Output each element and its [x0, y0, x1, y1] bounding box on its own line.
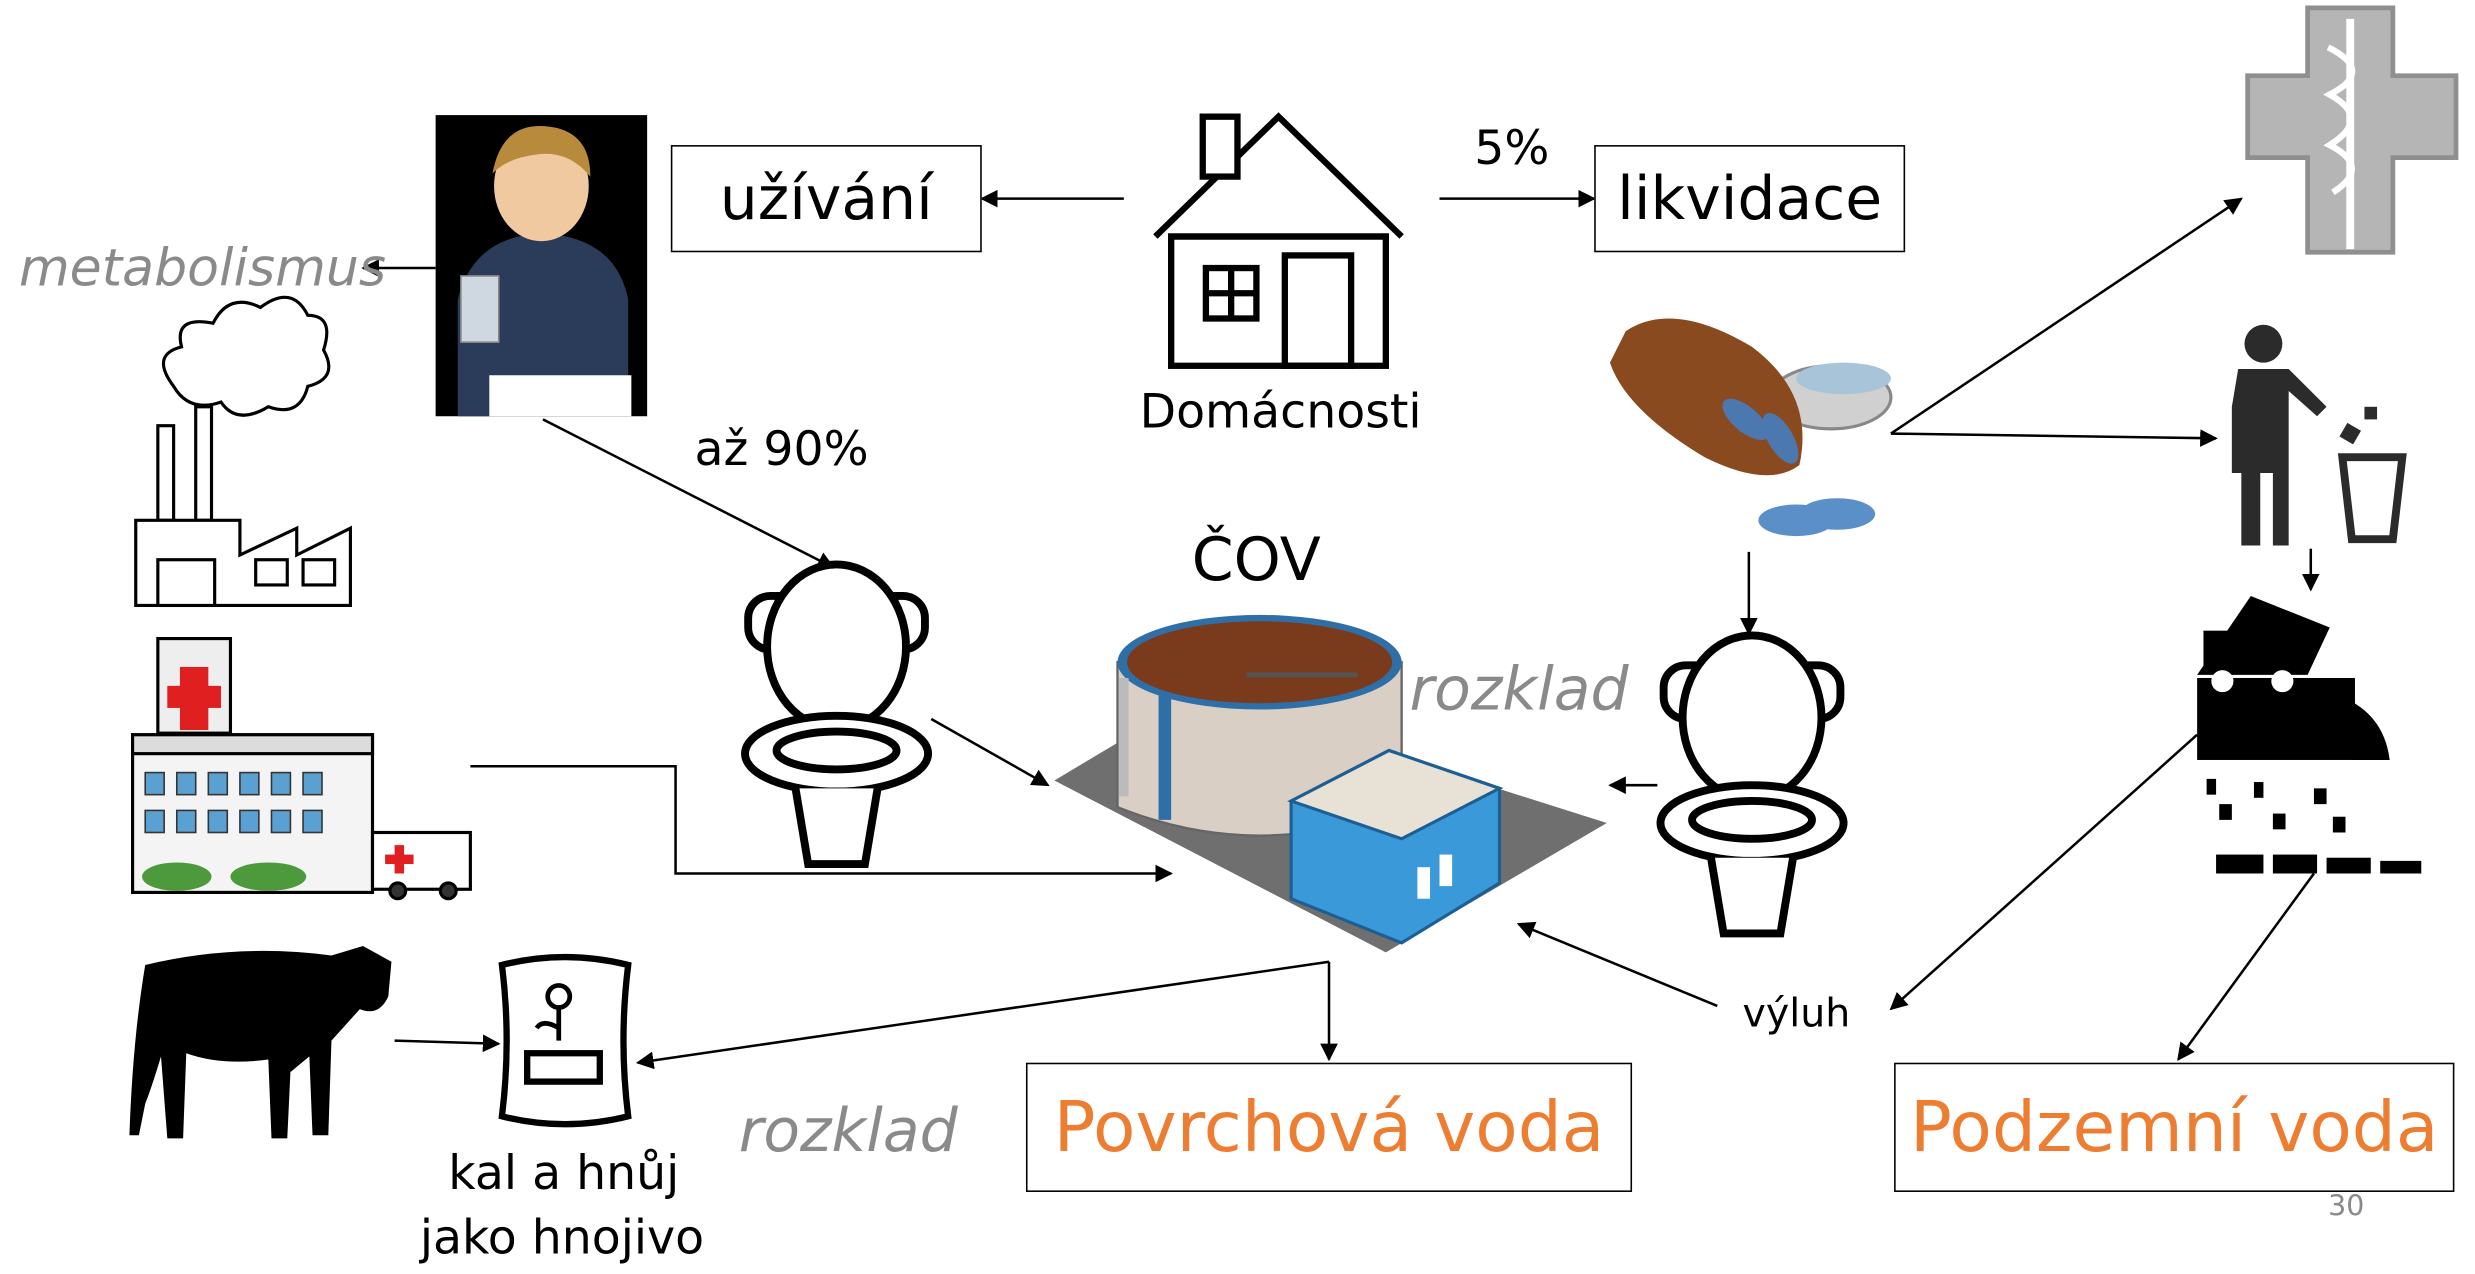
- toilet-icon-right: [1656, 631, 1848, 938]
- podzemni-voda-label: Podzemní voda: [1910, 1087, 2439, 1168]
- toilet-icon-left: [741, 560, 933, 868]
- uzivani-label: užívání: [719, 163, 933, 234]
- boy-taking-pills-image: [435, 115, 648, 417]
- trash-disposal-icon: [2231, 324, 2407, 546]
- kal-line1-label: kal a hnůj: [448, 1146, 680, 1202]
- podzemni-voda-box: Podzemní voda: [1894, 1062, 2455, 1192]
- vyluh-label: výluh: [1742, 990, 1851, 1036]
- hospital-icon: [131, 636, 472, 901]
- cow-icon: [129, 946, 392, 1139]
- house-icon: [1153, 112, 1404, 369]
- povrchova-voda-box: Povrchová voda: [1025, 1062, 1633, 1192]
- page-number: 30: [2328, 1190, 2365, 1224]
- metabolismus-label: metabolismus: [18, 236, 386, 298]
- cov-label: ČOV: [1191, 525, 1321, 595]
- percent-5-label: 5%: [1474, 121, 1550, 177]
- domacnosti-label: Domácnosti: [1139, 384, 1422, 440]
- rozklad-bottom-label: rozklad: [738, 1095, 958, 1166]
- az-90-label: až 90%: [694, 422, 869, 478]
- rozklad-top-label: rozklad: [1409, 654, 1629, 724]
- flow-arrows: [361, 189, 2320, 1070]
- landfill-truck-icon: [2197, 595, 2422, 874]
- kal-line2-label: jako hnojivo: [419, 1210, 705, 1267]
- likvidace-box: likvidace: [1594, 145, 1906, 253]
- likvidace-label: likvidace: [1617, 163, 1883, 234]
- factory-icon: [134, 295, 352, 608]
- povrchova-voda-label: Povrchová voda: [1053, 1087, 1605, 1168]
- uzivani-box: užívání: [670, 145, 982, 253]
- pill-bottle-icon: [1609, 318, 1893, 537]
- pharmacy-cross-icon: [2245, 5, 2459, 255]
- wastewater-plant-icon: [1054, 614, 1607, 953]
- fertilizer-bag-icon: [498, 953, 632, 1128]
